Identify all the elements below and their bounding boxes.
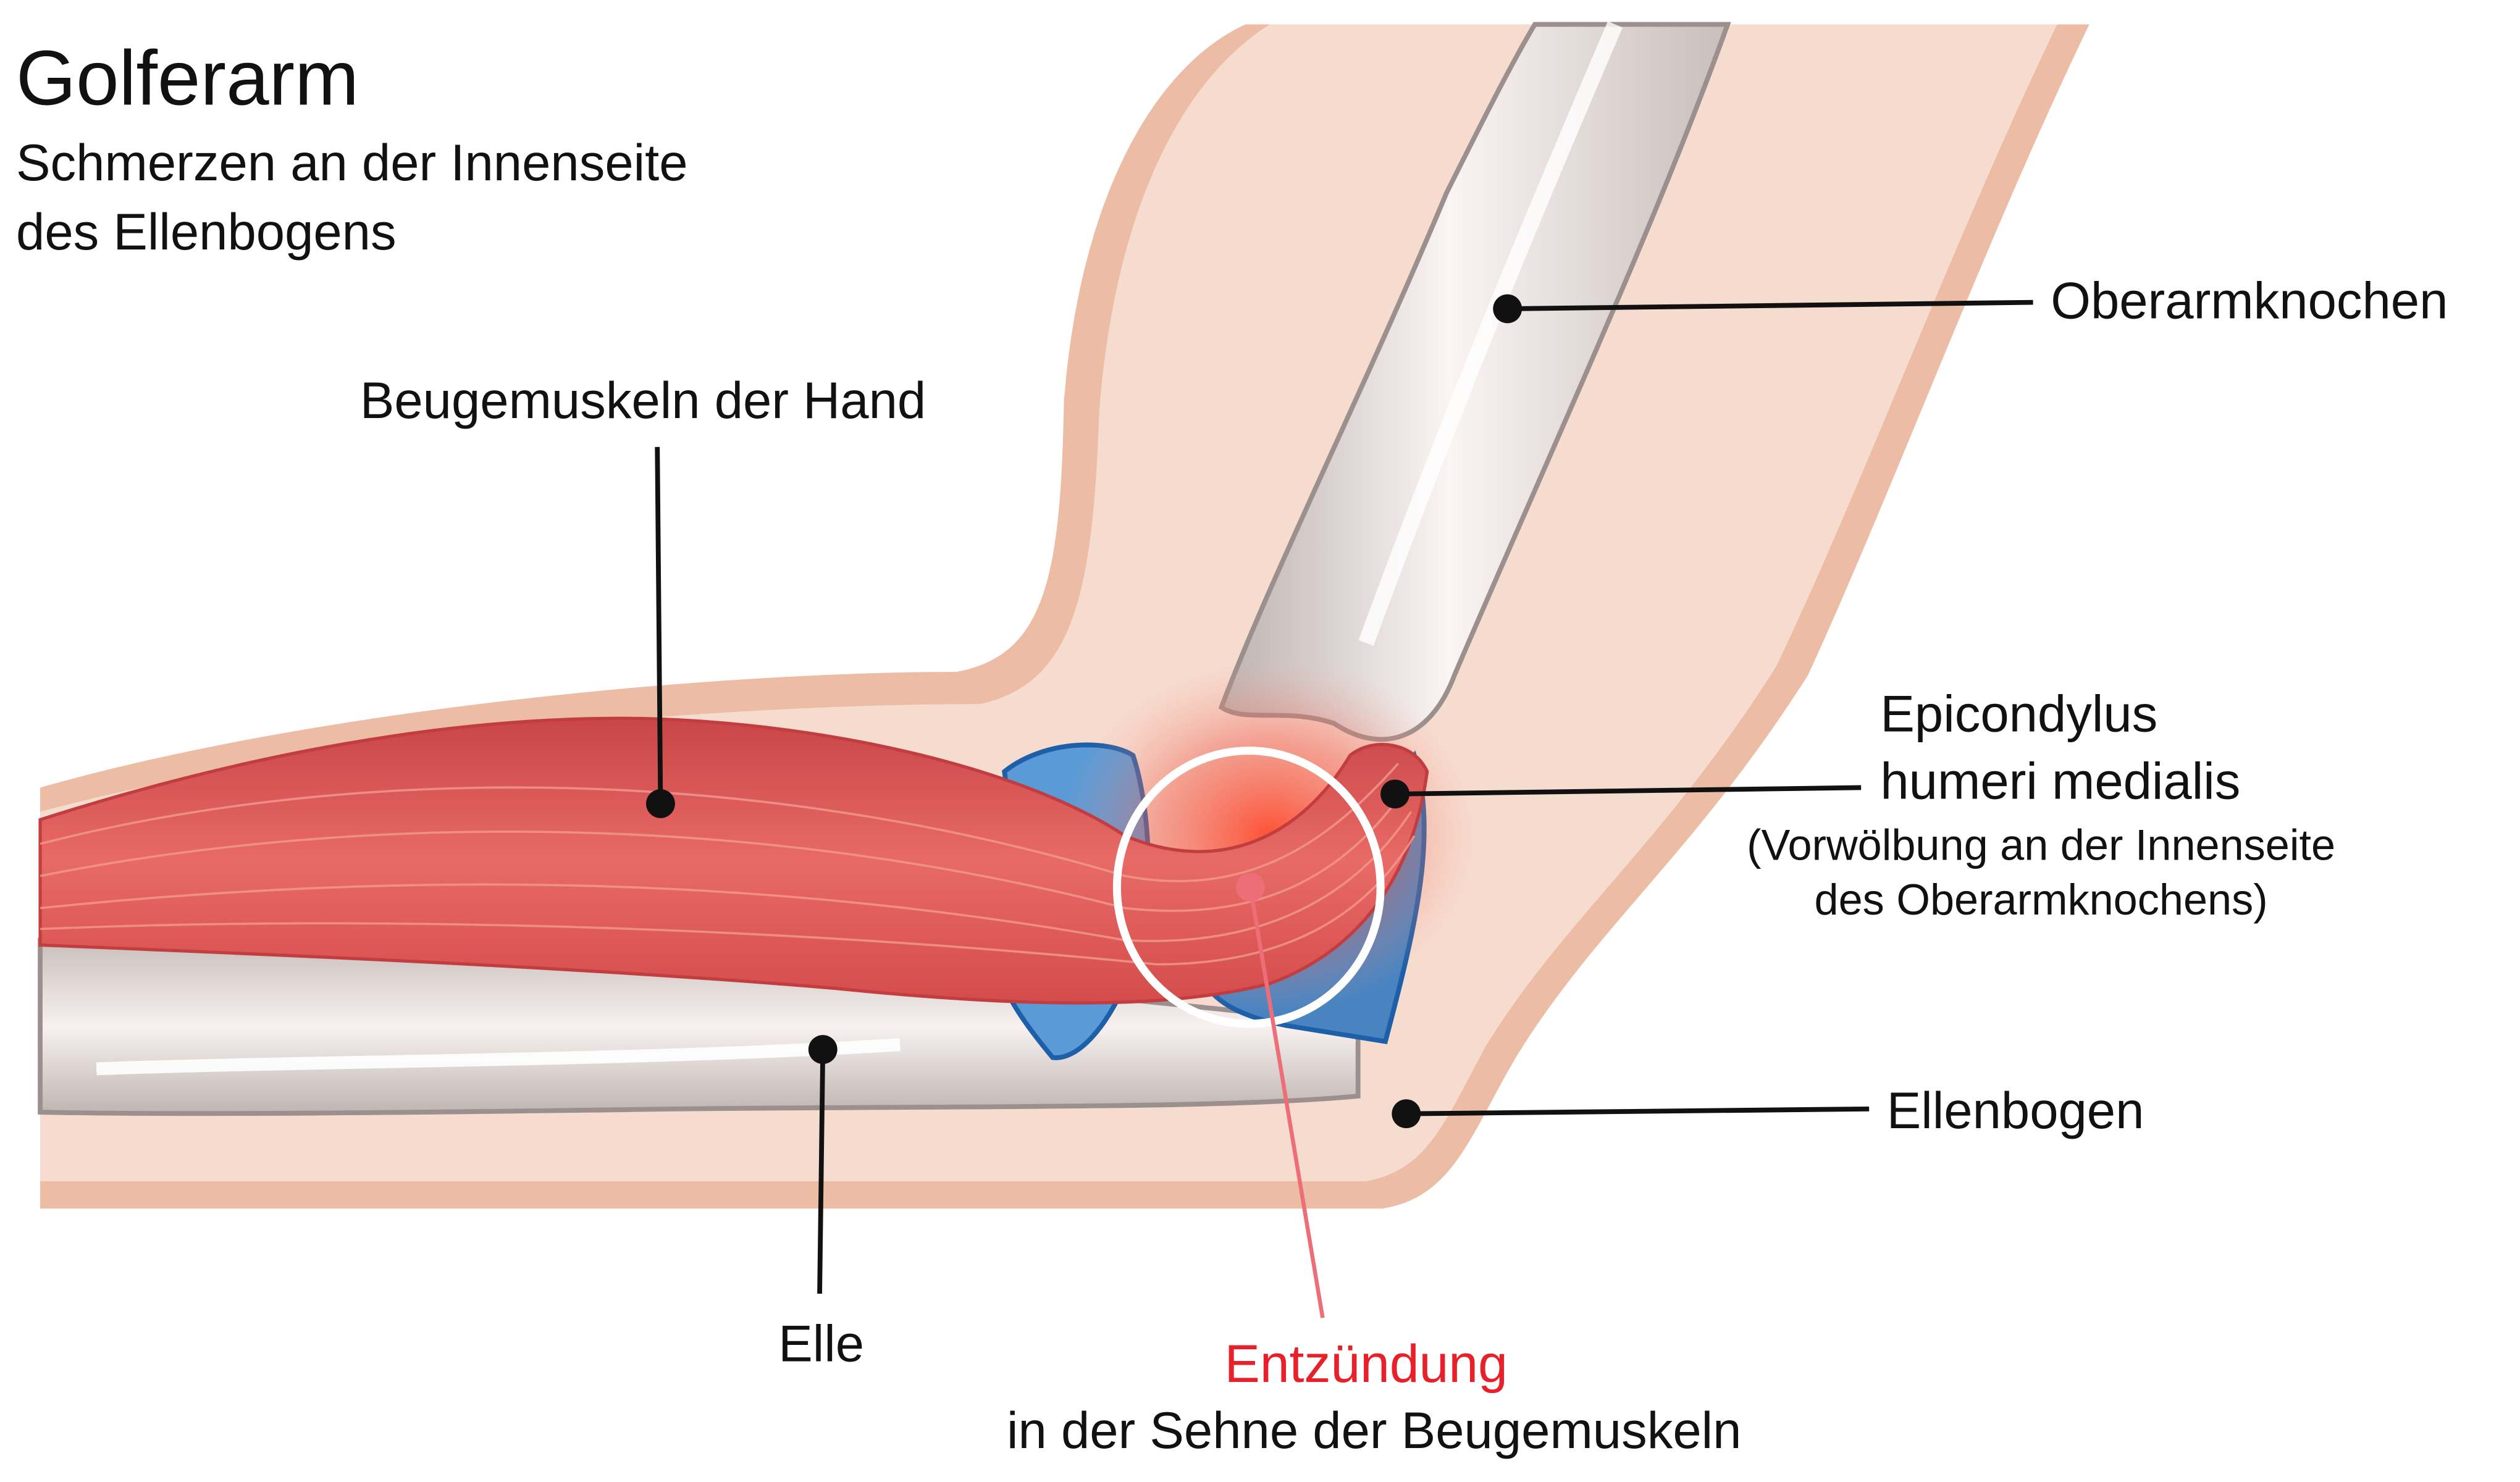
subtitle-line-2: des Ellenbogens — [16, 203, 397, 261]
muscle-fibers — [40, 763, 1416, 966]
flexor-dot — [646, 789, 675, 818]
label-epicondyle-note-2: des Oberarmknochens) — [1815, 875, 2268, 924]
label-ulna: Elle — [778, 1315, 864, 1372]
ulna-highlight — [96, 1038, 901, 1076]
label-humerus: Oberarmknochen — [2051, 272, 2448, 330]
pointer-dots — [646, 294, 1522, 1129]
leader-lines — [655, 299, 2033, 1294]
subtitle-line-1: Schmerzen an der Innenseite — [16, 134, 688, 191]
label-epicondyle-1: Epicondylus — [1880, 685, 2157, 742]
ulna-dot — [808, 1035, 838, 1065]
label-inflammation-note: in der Sehne der Beugemuskeln — [1007, 1402, 1741, 1459]
epicondyle-dot — [1380, 779, 1409, 809]
inflammation-circle — [1112, 747, 1385, 1028]
page-title: Golferarm — [16, 36, 359, 122]
label-elbow: Ellenbogen — [1887, 1082, 2144, 1139]
arm-illustration — [38, 21, 2090, 1209]
inflammation-pointer — [1248, 887, 1325, 1318]
label-inflammation: Entzündung — [1225, 1334, 1508, 1394]
inflammation-dot — [1235, 873, 1265, 902]
label-epicondyle-note-1: (Vorwölbung an der Innenseite — [1747, 821, 2335, 869]
elbow-dot — [1392, 1099, 1421, 1129]
label-epicondyle-2: humeri medialis — [1880, 753, 2240, 810]
humerus-dot — [1493, 294, 1522, 324]
label-flexors: Beugemuskeln der Hand — [360, 372, 926, 429]
